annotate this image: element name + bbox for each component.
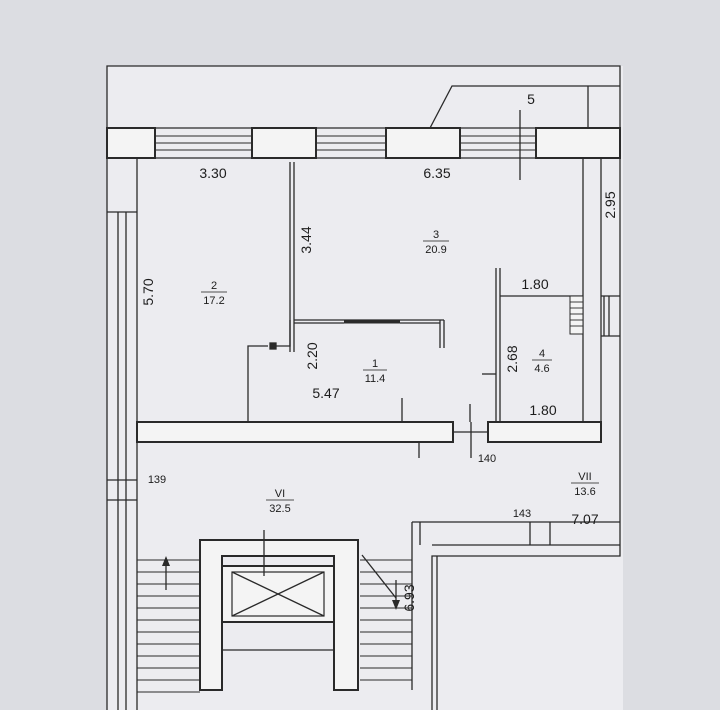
room-label-4: 4 4.6 bbox=[532, 348, 552, 375]
dim-693: 6.93 bbox=[401, 584, 417, 611]
svg-text:1: 1 bbox=[372, 358, 378, 370]
svg-text:4.6: 4.6 bbox=[534, 363, 549, 375]
corridor-lower bbox=[411, 521, 620, 710]
dim-268: 2.68 bbox=[504, 345, 520, 372]
dim-140: 140 bbox=[478, 453, 496, 465]
dim-344: 3.44 bbox=[298, 226, 314, 253]
dim-295: 2.95 bbox=[602, 191, 618, 218]
top-wall bbox=[106, 127, 621, 159]
room-label-vi: VI 32.5 bbox=[266, 488, 294, 515]
interior-walls bbox=[247, 162, 583, 422]
dim-180-bottom: 1.80 bbox=[529, 402, 556, 418]
svg-text:20.9: 20.9 bbox=[425, 244, 446, 256]
svg-text:VII: VII bbox=[578, 471, 591, 483]
svg-text:3: 3 bbox=[433, 229, 439, 241]
corridor-wall bbox=[136, 421, 602, 458]
svg-text:4: 4 bbox=[539, 348, 545, 360]
bath-vent bbox=[569, 295, 584, 335]
right-wall bbox=[582, 158, 620, 422]
elevator-shaft bbox=[199, 530, 359, 691]
svg-text:11.4: 11.4 bbox=[365, 373, 386, 385]
dim-570: 5.70 bbox=[140, 278, 156, 305]
room-label-vii: VII 13.6 bbox=[571, 471, 599, 498]
staircase bbox=[137, 545, 413, 693]
balcony-room-5 bbox=[429, 85, 620, 180]
room-labels: 1 11.4 2 17.2 3 20.9 4 4.6 5 VI 32.5 VII bbox=[201, 91, 599, 515]
dimension-labels: 3.30 6.35 2.95 3.44 5.70 1.80 2.20 5.47 … bbox=[140, 165, 618, 612]
svg-text:32.5: 32.5 bbox=[269, 503, 290, 515]
dim-139: 139 bbox=[148, 474, 166, 486]
room-label-1: 1 11.4 bbox=[363, 358, 387, 385]
room-label-3: 3 20.9 bbox=[423, 229, 449, 256]
dim-635: 6.35 bbox=[423, 165, 450, 181]
svg-text:VI: VI bbox=[275, 488, 285, 500]
plan-area bbox=[107, 66, 623, 710]
svg-text:2: 2 bbox=[211, 280, 217, 292]
left-wall bbox=[107, 158, 138, 710]
svg-text:17.2: 17.2 bbox=[203, 295, 224, 307]
dim-220: 2.20 bbox=[304, 342, 320, 369]
room-label-5: 5 bbox=[527, 91, 535, 107]
dim-180-top: 1.80 bbox=[521, 276, 548, 292]
room-label-2: 2 17.2 bbox=[201, 280, 227, 307]
dim-143: 143 bbox=[513, 508, 531, 520]
svg-text:13.6: 13.6 bbox=[574, 486, 595, 498]
dim-707: 7.07 bbox=[571, 511, 598, 527]
outer-frame bbox=[106, 65, 621, 710]
dim-330: 3.30 bbox=[199, 165, 226, 181]
dim-547: 5.47 bbox=[312, 385, 339, 401]
